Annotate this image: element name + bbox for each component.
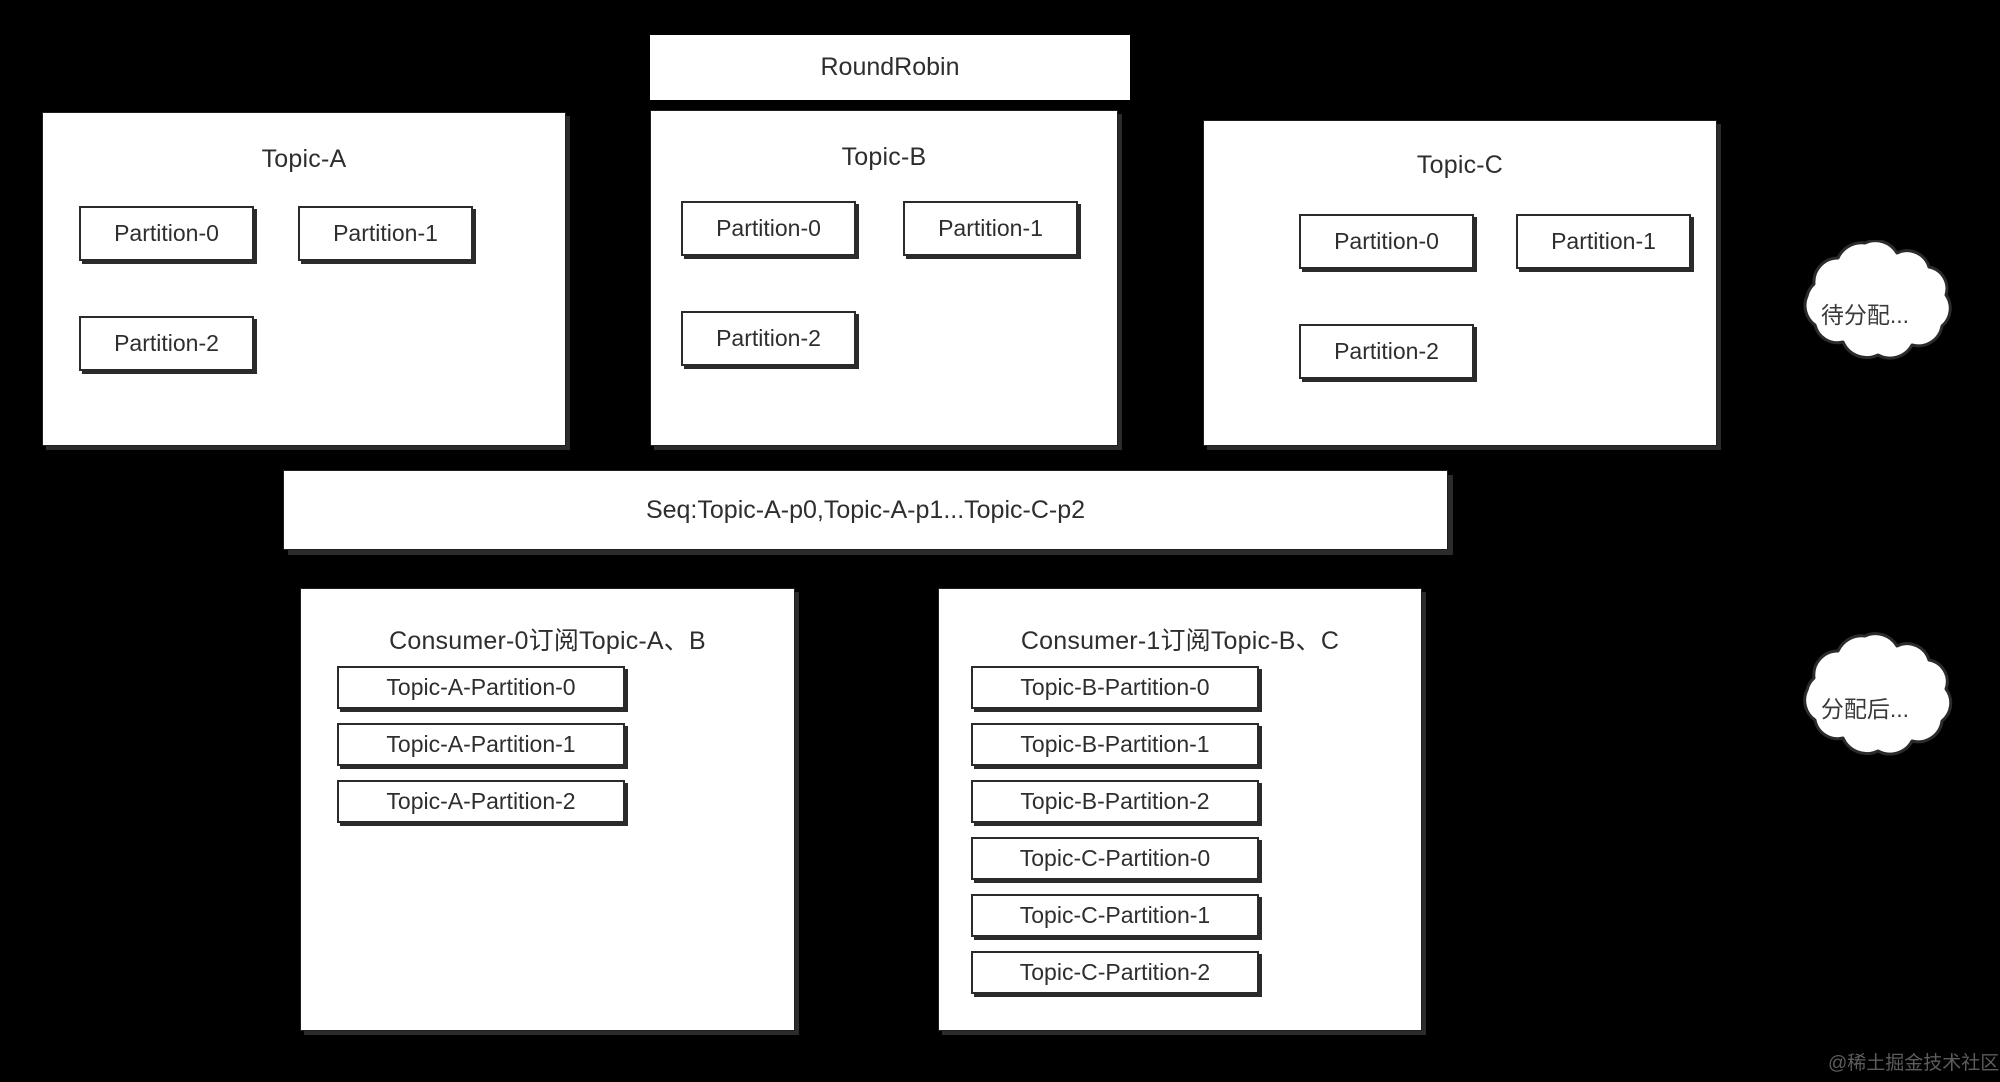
cloud-pending-label: 待分配...	[1820, 301, 1910, 328]
topic-card-b[interactable]: Topic-B Partition-0 Partition-1 Partitio…	[650, 110, 1118, 446]
topic-a-partition-1[interactable]: Partition-1	[298, 206, 473, 261]
topic-card-a[interactable]: Topic-A Partition-0 Partition-1 Partitio…	[42, 112, 566, 446]
consumer-0-assignment-0[interactable]: Topic-A-Partition-0	[337, 666, 625, 709]
topic-card-c[interactable]: Topic-C Partition-0 Partition-1 Partitio…	[1203, 120, 1717, 446]
cloud-pending-assignment: 待分配...	[1770, 240, 1960, 385]
topic-c-partition-2[interactable]: Partition-2	[1299, 324, 1474, 379]
consumer-0-assignment-2[interactable]: Topic-A-Partition-2	[337, 780, 625, 823]
watermark: @稀土掘金技术社区	[1828, 1053, 2000, 1074]
sequence-bar[interactable]: Seq:Topic-A-p0,Topic-A-p1...Topic-C-p2	[283, 470, 1448, 550]
consumer-1-assignment-1[interactable]: Topic-B-Partition-1	[971, 723, 1259, 766]
topic-b-title: Topic-B	[841, 143, 927, 171]
sequence-label: Seq:Topic-A-p0,Topic-A-p1...Topic-C-p2	[645, 495, 1086, 524]
topic-c-partition-1[interactable]: Partition-1	[1516, 214, 1691, 269]
consumer-1-assignment-3[interactable]: Topic-C-Partition-0	[971, 837, 1259, 880]
topic-a-title: Topic-A	[261, 145, 347, 173]
cloud-shape-icon	[1803, 632, 1953, 756]
roundrobin-label: RoundRobin	[820, 53, 960, 81]
cloud-shape-icon	[1803, 240, 1952, 360]
consumer-1-assignment-5[interactable]: Topic-C-Partition-2	[971, 951, 1259, 994]
consumer-0-assignment-1[interactable]: Topic-A-Partition-1	[337, 723, 625, 766]
topic-a-partition-2[interactable]: Partition-2	[79, 316, 254, 371]
consumer-card-1[interactable]: Consumer-1订阅Topic-B、C Topic-B-Partition-…	[938, 588, 1422, 1031]
topic-c-partition-0[interactable]: Partition-0	[1299, 214, 1474, 269]
topic-b-partition-0[interactable]: Partition-0	[681, 201, 856, 256]
cloud-after-assignment: 分配后...	[1770, 632, 1960, 782]
topic-b-partition-2[interactable]: Partition-2	[681, 311, 856, 366]
consumer-0-title: Consumer-0订阅Topic-A、B	[389, 627, 706, 655]
roundrobin-banner: RoundRobin	[650, 35, 1130, 100]
consumer-1-assignment-2[interactable]: Topic-B-Partition-2	[971, 780, 1259, 823]
consumer-1-assignment-0[interactable]: Topic-B-Partition-0	[971, 666, 1259, 709]
consumer-1-title: Consumer-1订阅Topic-B、C	[1020, 627, 1340, 655]
consumer-1-assignment-4[interactable]: Topic-C-Partition-1	[971, 894, 1259, 937]
topic-c-title: Topic-C	[1416, 151, 1504, 179]
consumer-card-0[interactable]: Consumer-0订阅Topic-A、B Topic-A-Partition-…	[300, 588, 795, 1031]
topic-b-partition-1[interactable]: Partition-1	[903, 201, 1078, 256]
cloud-after-label: 分配后...	[1820, 696, 1910, 722]
topic-a-partition-0[interactable]: Partition-0	[79, 206, 254, 261]
